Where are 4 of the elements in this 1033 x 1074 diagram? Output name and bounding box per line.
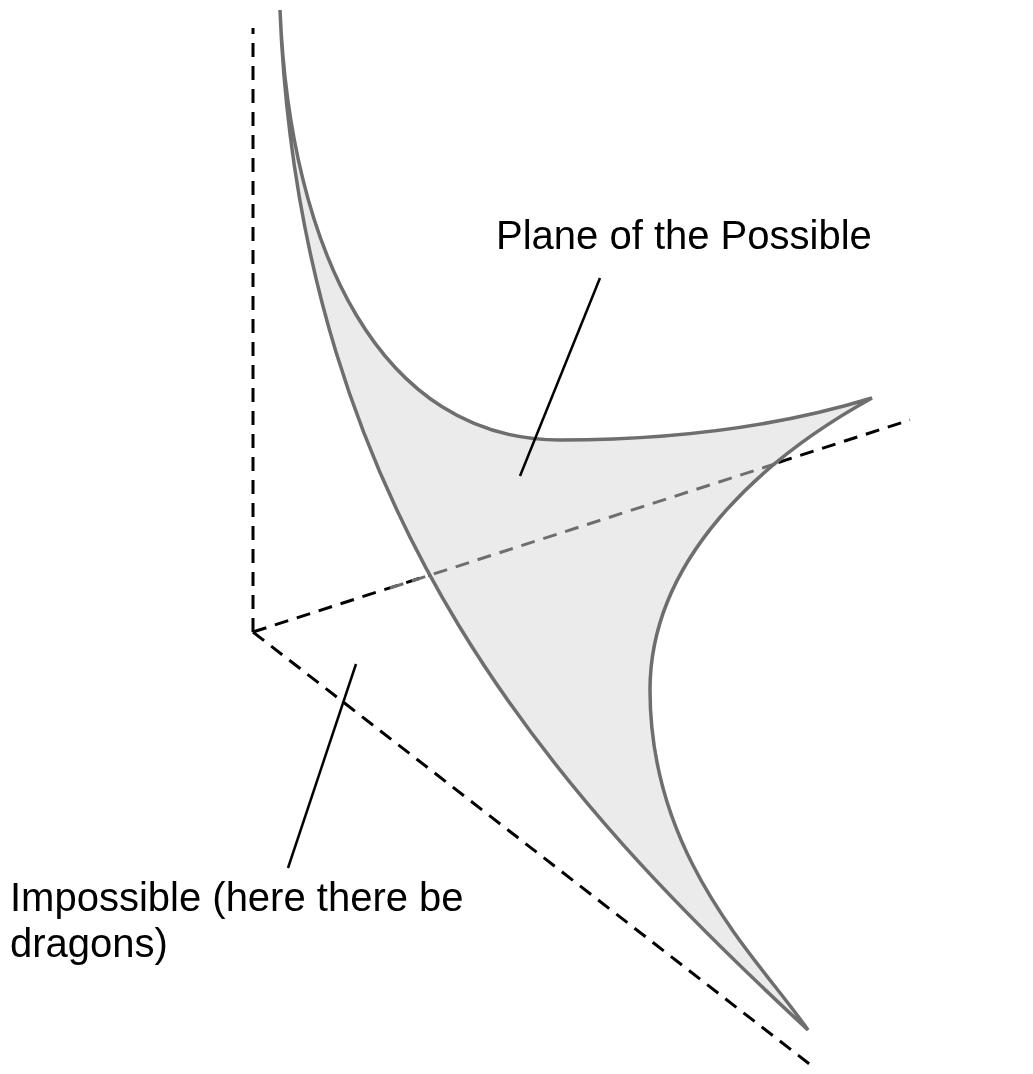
callout-text: Plane of the Possible xyxy=(496,212,873,258)
callout-text: Impossible (here there be dragons) xyxy=(10,874,465,966)
leader-line xyxy=(286,663,358,869)
leader-line xyxy=(518,277,602,477)
